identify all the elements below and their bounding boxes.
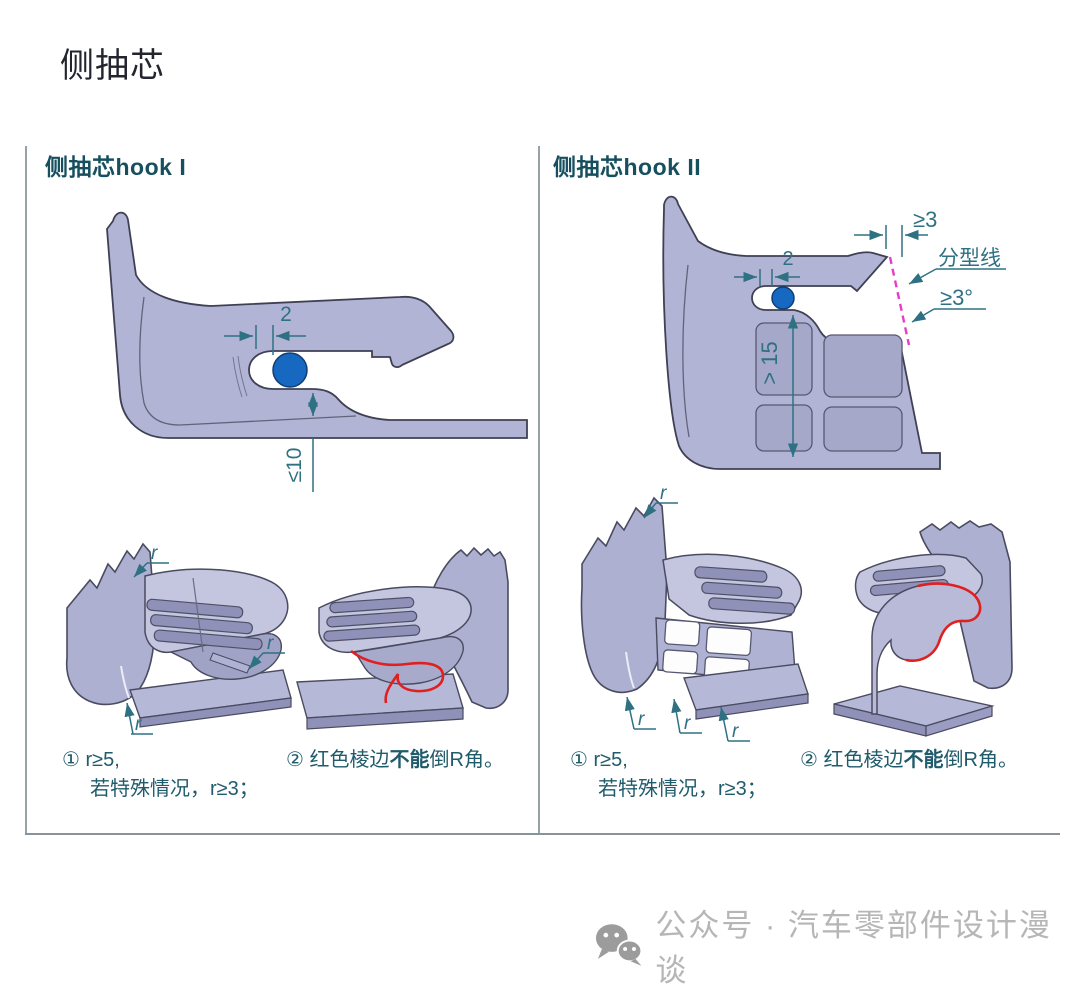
fillet-relief xyxy=(120,665,130,699)
hook1-cross-section-figure: 2 ≤10 xyxy=(106,211,528,492)
hook1-note2: ② 红色棱边不能倒R角。 xyxy=(286,749,504,771)
support-rib xyxy=(209,652,251,674)
radius-label: r xyxy=(638,709,645,730)
hook1-width-dim-text: 2 xyxy=(280,303,292,326)
hook1-note1: ① r≥5, 若特殊情况，r≥3； xyxy=(62,749,259,800)
footer-watermark: 公众号 · 汽车零部件设计漫谈 xyxy=(592,900,1080,990)
frame-bottom-border xyxy=(25,833,1060,835)
page-title: 侧抽芯 xyxy=(60,47,165,85)
hook2-3d-view-radii: r r r r xyxy=(580,483,809,742)
ribbed-wall xyxy=(580,496,668,694)
hook2-slide-insert-circle xyxy=(771,286,795,310)
hook1-part-silhouette xyxy=(106,211,528,439)
hook-block xyxy=(353,635,464,685)
parting-line-label: 分型线 xyxy=(938,247,1001,270)
radius-label: r xyxy=(684,713,691,734)
frame-left-border xyxy=(25,146,27,833)
panel-divider xyxy=(538,146,540,833)
hook2-width-dimension xyxy=(734,269,800,286)
hook2-tip-gap-dimension xyxy=(854,225,928,257)
base-plate-front xyxy=(139,697,292,728)
hook2-tip-gap-text: ≥3 xyxy=(913,207,937,232)
radius-leaders xyxy=(124,562,285,735)
radius-label: r xyxy=(660,483,667,504)
hook1-width-dimension xyxy=(224,325,306,355)
panel1-header: 侧抽芯hook I xyxy=(45,154,187,180)
hook2-cross-section-figure: 2 > 15 ≥3 分型线 ≥3° xyxy=(662,195,1006,470)
panel2-header: 侧抽芯hook II xyxy=(553,154,702,180)
sharp-edge-highlight xyxy=(905,582,982,662)
hook1-lip-dim-text: ≤10 xyxy=(283,448,306,483)
hook1-rib-slit xyxy=(232,355,248,398)
parting-line-leader xyxy=(908,268,1006,285)
parting-line-dashed xyxy=(888,256,911,346)
footer-source-text: 公众号 · 汽车零部件设计漫谈 xyxy=(655,908,1052,988)
hook2-width-dim-text: 2 xyxy=(782,248,793,270)
base-plate-front-right xyxy=(925,705,993,737)
hook2-note1: ① r≥5, 若特殊情况，r≥3； xyxy=(570,749,767,800)
shelf-mid-rib xyxy=(192,577,204,653)
wechat-icon xyxy=(595,924,643,966)
shelf-slots xyxy=(323,596,421,642)
radius-label: r xyxy=(267,633,274,654)
hook2-depth-dim-text: > 15 xyxy=(757,341,782,384)
fillet-relief xyxy=(625,651,635,689)
sharp-edge-highlight xyxy=(350,649,445,704)
shelf-slots xyxy=(694,566,796,615)
radius-leaders xyxy=(624,502,750,742)
base-plate-front xyxy=(306,707,464,730)
shelf-slots xyxy=(146,598,263,651)
radius-label: r xyxy=(135,714,142,735)
hook2-3d-view-red-edge xyxy=(833,520,1013,737)
radius-label: r xyxy=(151,543,158,564)
hook1-slide-insert-circle xyxy=(272,352,308,388)
radius-label: r xyxy=(732,721,739,742)
draft-angle-leader xyxy=(911,308,986,323)
hook1-inner-contour xyxy=(139,296,357,426)
draft-angle-label: ≥3° xyxy=(940,285,973,310)
hook2-inner-contour xyxy=(682,264,690,438)
hook1-3d-view-radii: r r r xyxy=(65,542,292,735)
hook1-3d-view-red-edge xyxy=(296,546,509,730)
hook2-note2: ② 红色棱边不能倒R角。 xyxy=(800,749,1018,771)
